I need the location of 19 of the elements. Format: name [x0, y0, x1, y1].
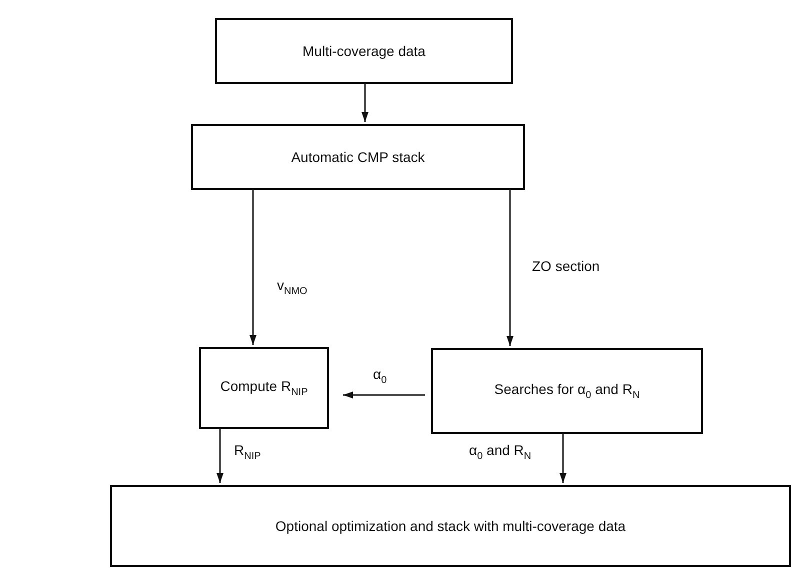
- process-box: [191, 124, 525, 190]
- arrow: [560, 434, 566, 483]
- edge-label: ZO section: [530, 258, 602, 274]
- arrow: [343, 392, 425, 398]
- box-text: Multi-coverage data: [302, 43, 426, 59]
- box-text: Compute R$_{NIP}$: [220, 378, 308, 398]
- arrow: [250, 190, 256, 345]
- box-text: Optional optimization and stack with multi-coverage data: [275, 518, 626, 534]
- edge-label: R$_{NIP}$: [232, 442, 263, 462]
- box-text: Searches for α$_{0}$ and R$_{N}$: [494, 381, 640, 401]
- process-box: [431, 348, 703, 434]
- box-text: Automatic CMP stack: [291, 149, 425, 165]
- process-box: [215, 18, 513, 84]
- arrow: [362, 84, 368, 122]
- process-box: [110, 485, 791, 567]
- arrow: [216, 429, 224, 483]
- edge-label: α$_{0}$ and R$_{N}$: [467, 442, 534, 462]
- arrow: [506, 190, 514, 346]
- process-box: [199, 347, 329, 429]
